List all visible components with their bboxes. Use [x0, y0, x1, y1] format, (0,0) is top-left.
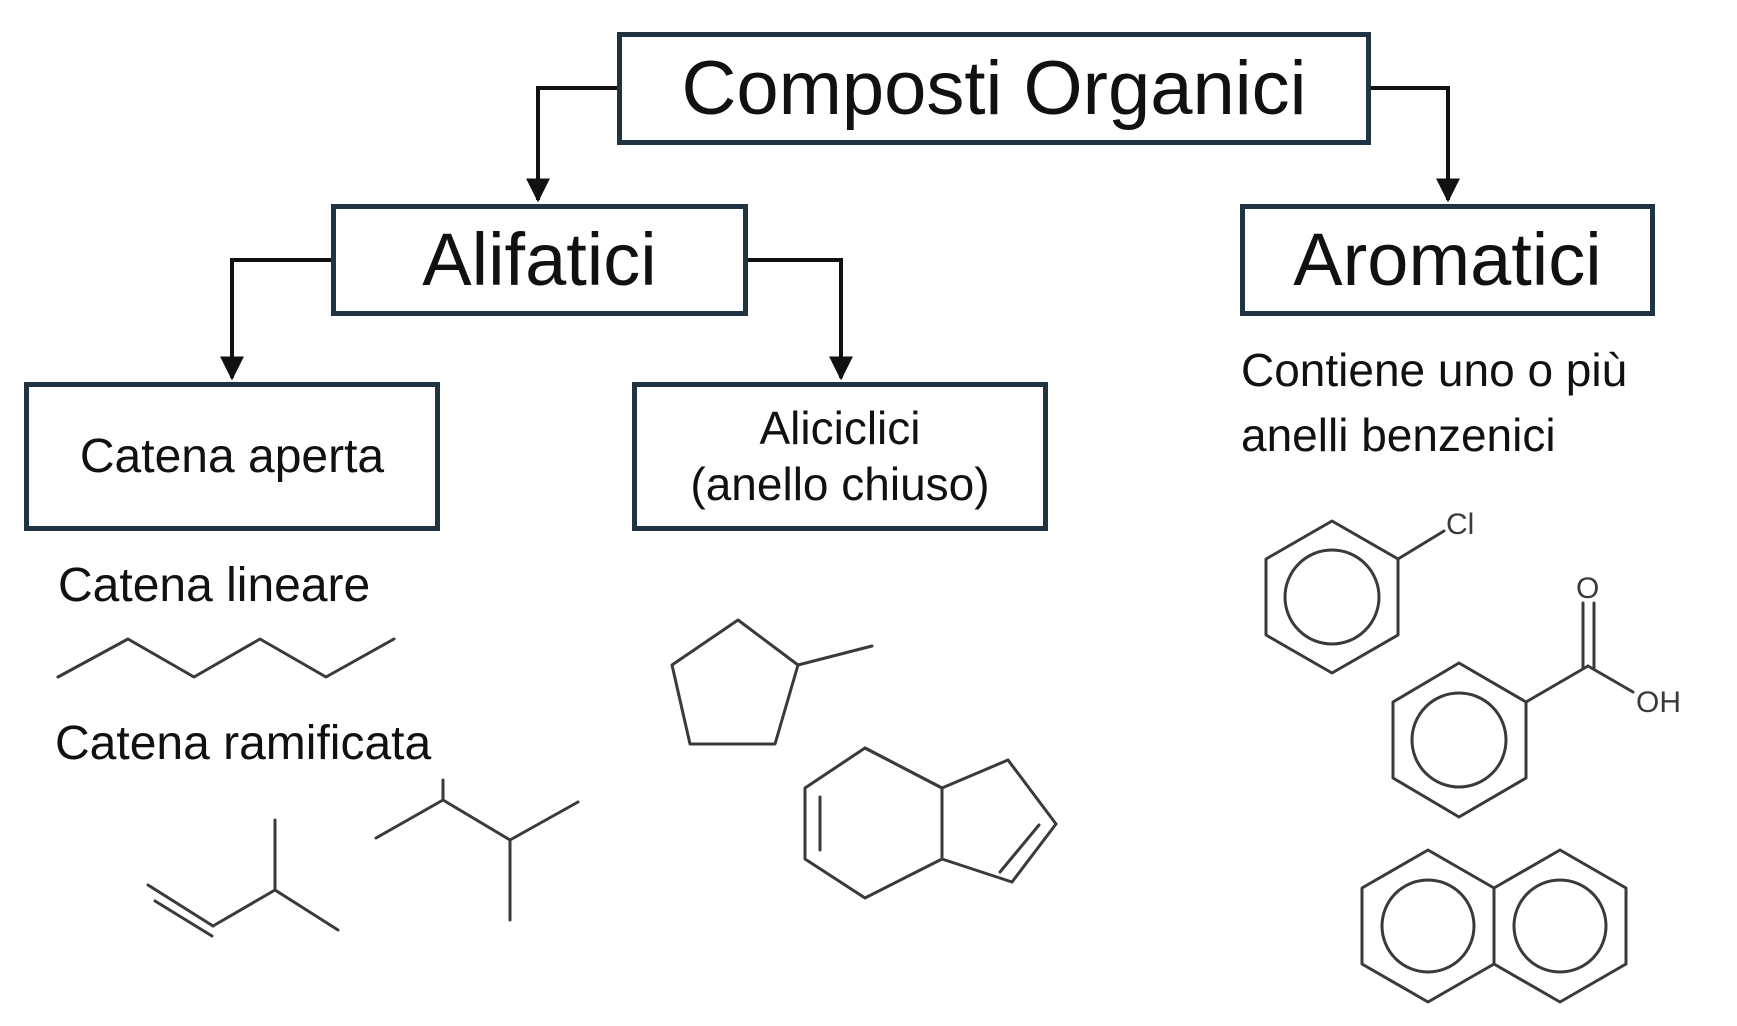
node-aliciclici: Aliciclici (anello chiuso)	[632, 382, 1048, 531]
node-catena-aperta: Catena aperta	[24, 382, 440, 531]
connector-alifatici-aliciclici	[748, 258, 853, 381]
structure-chlorobenzene	[1264, 519, 1446, 675]
atom-label-o: O	[1576, 572, 1599, 605]
structure-linear-chain	[56, 637, 396, 679]
root-node-composti-organici: Composti Organici	[617, 32, 1371, 145]
node-catena-aperta-label: Catena aperta	[79, 429, 385, 483]
aromatici-description-line1: Contiene uno o più	[1241, 344, 1628, 396]
connector-alifatici-catena-aperta	[220, 258, 331, 381]
structure-branched-alkene	[146, 818, 340, 938]
node-aliciclici-line2: (anello chiuso)	[690, 457, 990, 510]
structure-methylcyclopentane	[670, 618, 874, 746]
connector-root-alifatici	[526, 86, 617, 203]
node-aliciclici-line1: Aliciclici	[759, 402, 921, 455]
atom-label-cl: Cl	[1446, 508, 1474, 541]
structure-benzoic-acid	[1391, 601, 1635, 819]
node-alifatici-label: Alifatici	[422, 217, 657, 301]
structure-naphthalene	[1360, 848, 1628, 1004]
root-node-label: Composti Organici	[681, 45, 1307, 131]
aromatici-description: Contiene uno o più anelli benzenici	[1241, 338, 1627, 469]
aromatici-description-line2: anelli benzenici	[1241, 409, 1556, 462]
node-alifatici: Alifatici	[331, 204, 748, 316]
structure-bicyclic-ring	[803, 746, 1058, 900]
connector-root-aromatici	[1371, 86, 1460, 203]
structure-branched-alkane	[374, 778, 580, 922]
label-catena-ramificata: Catena ramificata	[55, 717, 432, 770]
node-aromatici-label: Aromatici	[1293, 217, 1602, 301]
label-catena-lineare: Catena lineare	[58, 559, 371, 612]
atom-label-oh: OH	[1636, 686, 1681, 719]
node-aromatici: Aromatici	[1240, 204, 1655, 316]
